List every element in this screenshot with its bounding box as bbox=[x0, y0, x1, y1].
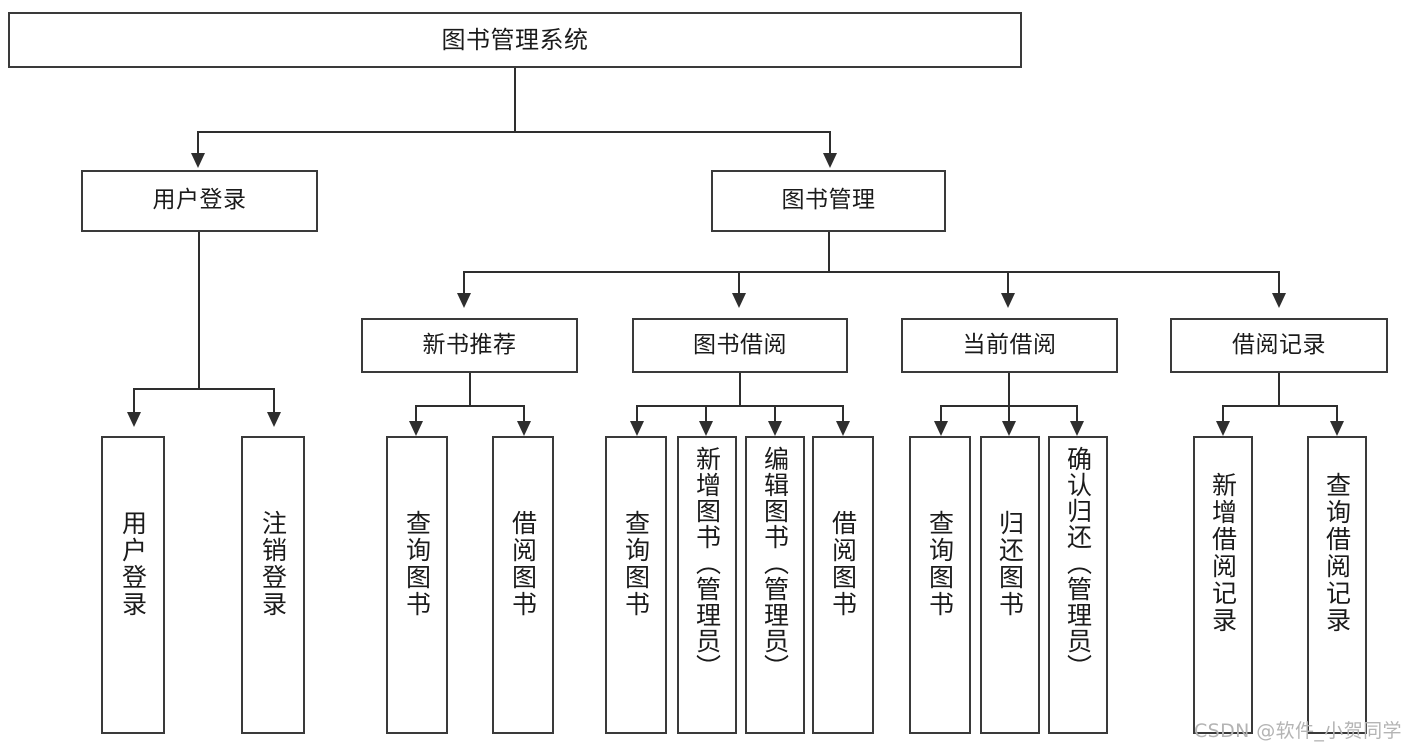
node-label: 借阅记录 bbox=[1232, 331, 1326, 358]
leaf-add-book[interactable]: 新增图书（管理员） bbox=[677, 436, 737, 734]
connector-borrow-record-bus bbox=[1222, 405, 1337, 408]
connector-drop-add-book bbox=[705, 405, 708, 423]
connector-drop-return-book bbox=[1008, 405, 1011, 423]
node-label: 注销登录 bbox=[258, 510, 288, 618]
connector-drop-query-book-3 bbox=[940, 405, 943, 423]
connector-drop-leaf-user-login bbox=[133, 388, 136, 414]
arrow-book-borrow bbox=[731, 293, 746, 308]
node-current-borrow[interactable]: 当前借阅 bbox=[901, 318, 1118, 373]
node-label: 新书推荐 bbox=[422, 331, 517, 358]
node-label: 查询图书 bbox=[925, 510, 955, 618]
leaf-return-book[interactable]: 归还图书 bbox=[980, 436, 1040, 734]
arrow-borrow-record bbox=[1271, 293, 1286, 308]
leaf-edit-book[interactable]: 编辑图书（管理员） bbox=[745, 436, 805, 734]
arrow-book-manage bbox=[822, 153, 837, 168]
arrow-query-book-3 bbox=[933, 421, 948, 436]
node-label: 查询图书 bbox=[621, 510, 651, 618]
node-book-borrow[interactable]: 图书借阅 bbox=[632, 318, 848, 373]
connector-drop-borrow-record bbox=[1278, 271, 1281, 295]
arrow-confirm-return bbox=[1069, 421, 1084, 436]
connector-drop-new-book-recommend bbox=[463, 271, 466, 295]
arrow-query-book-2 bbox=[629, 421, 644, 436]
arrow-borrow-book-1 bbox=[516, 421, 531, 436]
node-label: 查询图书 bbox=[402, 510, 432, 618]
leaf-query-borrow-record[interactable]: 查询借阅记录 bbox=[1307, 436, 1367, 734]
node-label: 借阅图书 bbox=[508, 510, 538, 618]
connector-root-stem bbox=[514, 68, 517, 132]
arrow-edit-book bbox=[767, 421, 782, 436]
connector-current-borrow-stem bbox=[1008, 373, 1011, 406]
node-label: 查询借阅记录 bbox=[1322, 472, 1352, 634]
connector-root-bus bbox=[197, 131, 831, 134]
connector-drop-borrow-book-1 bbox=[523, 405, 526, 423]
connector-drop-book-manage bbox=[829, 131, 832, 155]
connector-book-borrow-bus bbox=[636, 405, 844, 408]
node-label: 编辑图书（管理员） bbox=[760, 446, 790, 680]
leaf-query-book-recommend[interactable]: 查询图书 bbox=[386, 436, 448, 734]
connector-borrow-record-stem bbox=[1278, 373, 1281, 406]
node-label: 用户登录 bbox=[152, 187, 247, 214]
connector-drop-query-book-2 bbox=[636, 405, 639, 423]
leaf-user-login[interactable]: 用户登录 bbox=[101, 436, 165, 734]
connector-drop-edit-book bbox=[774, 405, 777, 423]
arrow-borrow-book-2 bbox=[835, 421, 850, 436]
node-label: 确认归还（管理员） bbox=[1063, 446, 1093, 680]
node-label: 图书管理 bbox=[781, 187, 876, 214]
arrow-new-book-recommend bbox=[456, 293, 471, 308]
connector-drop-user-login bbox=[197, 131, 200, 155]
arrow-user-login bbox=[190, 153, 205, 168]
connector-level3-bus bbox=[463, 271, 1280, 274]
connector-drop-query-record bbox=[1336, 405, 1339, 423]
connector-drop-book-borrow bbox=[738, 271, 741, 295]
arrow-query-book-1 bbox=[408, 421, 423, 436]
arrow-add-book bbox=[698, 421, 713, 436]
connector-drop-query-book-1 bbox=[415, 405, 418, 423]
leaf-add-borrow-record[interactable]: 新增借阅记录 bbox=[1193, 436, 1253, 734]
connector-drop-borrow-book-2 bbox=[842, 405, 845, 423]
connector-drop-add-record bbox=[1222, 405, 1225, 423]
arrow-query-record bbox=[1329, 421, 1344, 436]
node-label: 当前借阅 bbox=[962, 331, 1057, 358]
leaf-logout-login[interactable]: 注销登录 bbox=[241, 436, 305, 734]
node-label: 新增图书（管理员） bbox=[692, 446, 722, 680]
arrow-current-borrow bbox=[1000, 293, 1015, 308]
connector-user-login-stem bbox=[198, 232, 201, 389]
arrow-add-record bbox=[1215, 421, 1230, 436]
arrow-leaf-user-login bbox=[126, 412, 141, 427]
node-label: 图书借阅 bbox=[693, 331, 787, 358]
node-new-book-recommend[interactable]: 新书推荐 bbox=[361, 318, 578, 373]
node-label: 新增借阅记录 bbox=[1208, 472, 1238, 634]
leaf-borrow-book-borrow[interactable]: 借阅图书 bbox=[812, 436, 874, 734]
leaf-query-book-borrow[interactable]: 查询图书 bbox=[605, 436, 667, 734]
node-label: 用户登录 bbox=[118, 510, 148, 618]
connector-new-book-recommend-bus bbox=[415, 405, 525, 408]
leaf-query-book-current[interactable]: 查询图书 bbox=[909, 436, 971, 734]
node-label: 借阅图书 bbox=[828, 510, 858, 618]
leaf-confirm-return[interactable]: 确认归还（管理员） bbox=[1048, 436, 1108, 734]
node-user-login[interactable]: 用户登录 bbox=[81, 170, 318, 232]
node-book-manage[interactable]: 图书管理 bbox=[711, 170, 946, 232]
connector-book-borrow-stem bbox=[739, 373, 742, 406]
node-root-book-management-system[interactable]: 图书管理系统 bbox=[8, 12, 1022, 68]
connector-new-book-recommend-stem bbox=[469, 373, 472, 406]
node-label: 图书管理系统 bbox=[441, 25, 589, 54]
connector-drop-confirm-return bbox=[1076, 405, 1079, 423]
connector-drop-leaf-logout-login bbox=[273, 388, 276, 414]
leaf-borrow-book-recommend[interactable]: 借阅图书 bbox=[492, 436, 554, 734]
node-borrow-record[interactable]: 借阅记录 bbox=[1170, 318, 1388, 373]
connector-drop-current-borrow bbox=[1007, 271, 1010, 295]
node-label: 归还图书 bbox=[995, 510, 1025, 618]
connector-book-manage-stem bbox=[828, 232, 831, 272]
connector-user-login-bus bbox=[133, 388, 275, 391]
arrow-return-book bbox=[1001, 421, 1016, 436]
arrow-leaf-logout-login bbox=[266, 412, 281, 427]
